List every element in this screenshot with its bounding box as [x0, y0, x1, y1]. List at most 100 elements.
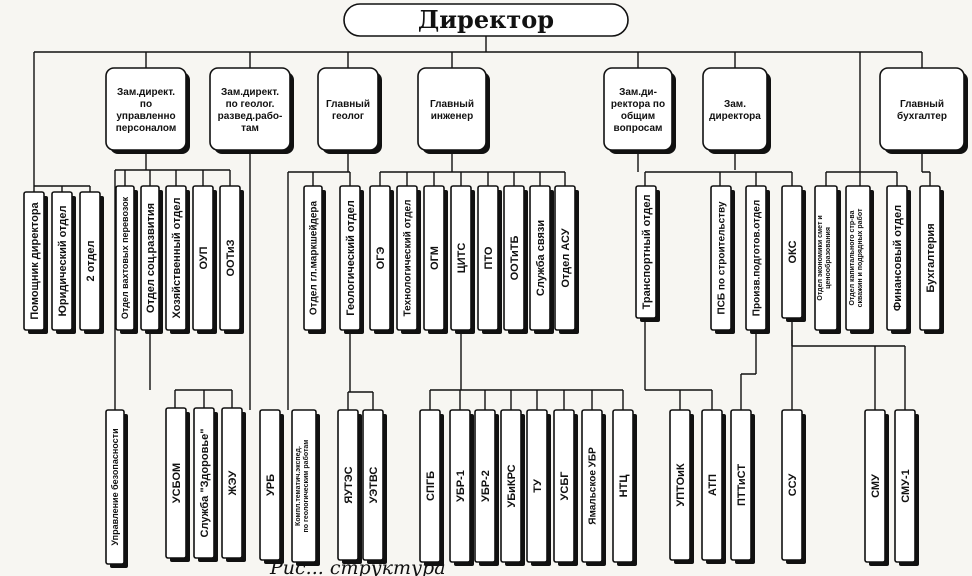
units-atp-box	[701, 409, 723, 561]
departments-production-box	[745, 185, 767, 331]
departments-oup-box	[192, 185, 214, 331]
units-label: УЭТВС	[368, 467, 380, 504]
director-box	[343, 3, 629, 37]
units-ubr1: УБР-1	[449, 409, 474, 566]
departments-assistant: Помощник директора	[23, 191, 48, 334]
departments-label: Служба связи	[535, 220, 547, 296]
director-title: Директор	[418, 5, 554, 34]
departments-financial-box	[886, 185, 908, 331]
units-smu-box	[864, 409, 886, 563]
deputy-label-line: Зам.директ.	[117, 87, 175, 98]
units-label: УБР-1	[455, 470, 467, 502]
units-label: ЖЭУ	[227, 471, 239, 497]
deputy-label-line: Зам.директ.	[221, 87, 279, 98]
units-health-box	[193, 407, 215, 559]
units-urb: УРБ	[259, 409, 284, 564]
units-atp: АТП	[701, 409, 726, 564]
departments-label: Хозяйственный отдел	[171, 198, 183, 319]
units-label: УБР-2	[480, 470, 492, 502]
deputy-label-line: директора	[709, 111, 761, 122]
departments-label: Отдел соц.развития	[145, 203, 157, 313]
deputy-chief-engineer-box	[417, 67, 487, 151]
footnote: Рис... структура	[269, 557, 446, 576]
units-uptoik-box	[669, 409, 691, 561]
units-label: ПТТиСТ	[736, 464, 748, 506]
departments-label: Отдел экономики смет иценообразования	[817, 215, 832, 300]
departments-label: Юридический отдел	[57, 206, 69, 317]
departments-psb: ПСБ по строительству	[710, 185, 735, 334]
units-pttist-box	[730, 409, 752, 561]
departments-household: Хозяйственный отдел	[165, 185, 190, 334]
departments-asu: Отдел АСУ	[554, 185, 579, 334]
deputy-label-line: управленно	[116, 111, 175, 122]
deputy-label-line: геолог	[332, 111, 364, 122]
departments-psb-box	[710, 185, 732, 331]
departments-shift-box	[115, 185, 135, 331]
departments-asu-box	[554, 185, 576, 331]
departments-survey: Отдел гл.маркшейдера	[303, 185, 326, 334]
departments-assistant-box	[23, 191, 45, 331]
departments-production: Произв.подготов.отдел	[745, 185, 770, 334]
deputy-dep-geo-exploration-box	[209, 67, 291, 151]
departments-label: Отдел вахтовых перевозок	[120, 196, 130, 319]
departments-technological: Технологический отдел	[396, 185, 421, 334]
units-yautes-box	[337, 409, 359, 561]
departments-label: Произв.подготов.отдел	[752, 200, 763, 316]
units-usbg-box	[553, 409, 575, 563]
departments-label: ООТиЗ	[225, 239, 237, 276]
deputy-label-line: Главный	[326, 99, 370, 110]
departments-label: ОГМ	[429, 246, 441, 270]
departments-economics-box	[814, 185, 838, 331]
units-label: УРБ	[265, 474, 277, 496]
units-spgb: СПГБ	[419, 409, 444, 566]
departments-ootiz-box	[219, 185, 241, 331]
departments-accounting-box	[919, 185, 941, 331]
units-expedition-box	[291, 409, 317, 563]
deputy-label-line: общим	[621, 110, 655, 122]
departments-ogm: ОГМ	[423, 185, 448, 334]
units-ssu-box	[781, 409, 803, 561]
deputy-label-line: там	[241, 123, 259, 134]
deputy-label-line: Зам.ди-	[619, 87, 657, 98]
departments-communication-box	[529, 185, 551, 331]
departments-ootiz: ООТиЗ	[219, 185, 244, 334]
units-ubr1-box	[449, 409, 471, 563]
departments-ootitb-box	[503, 185, 525, 331]
departments-household-box	[165, 185, 187, 331]
departments-transport: Транспортный отдел	[635, 185, 660, 322]
units-usbom-box	[165, 407, 187, 559]
departments-oge-box	[369, 185, 391, 331]
departments-label: ОГЭ	[375, 247, 387, 270]
deputy-label-line: Главный	[430, 99, 474, 110]
units-smu1: СМУ-1	[894, 409, 919, 566]
departments-legal: Юридический отдел	[51, 191, 76, 334]
departments-second-dept: 2 отдел	[79, 191, 104, 334]
departments-label: 2 отдел	[85, 241, 97, 282]
departments-pto-box	[477, 185, 499, 331]
departments-accounting: Бухгалтерия	[919, 185, 944, 334]
units-label: СПГБ	[425, 471, 437, 501]
departments-second-dept-box	[79, 191, 101, 331]
deputy-dep-personnel-box	[105, 67, 187, 151]
units-ntc-box	[612, 409, 634, 563]
units-label: Ямальское УБР	[588, 447, 599, 525]
units-label: СМУ	[870, 474, 882, 498]
units-tu: ТУ	[526, 409, 551, 566]
units-zheu-box	[221, 407, 243, 559]
departments-financial: Финансовый отдел	[886, 185, 911, 334]
departments-technological-box	[396, 185, 418, 331]
units-usbg: УСБГ	[553, 409, 578, 566]
deputy-label-line: вопросам	[614, 123, 663, 134]
departments-label: ОКС	[787, 240, 799, 263]
units-label: СМУ-1	[900, 469, 912, 503]
departments-ogm-box	[423, 185, 445, 331]
departments-oge: ОГЭ	[369, 185, 394, 334]
units-label: АТП	[707, 474, 719, 496]
departments-oks-box	[781, 185, 803, 319]
units-tu-box	[526, 409, 548, 563]
deputy-label-line: по	[140, 99, 152, 110]
units-ubikrs: УБиКРС	[500, 409, 525, 566]
